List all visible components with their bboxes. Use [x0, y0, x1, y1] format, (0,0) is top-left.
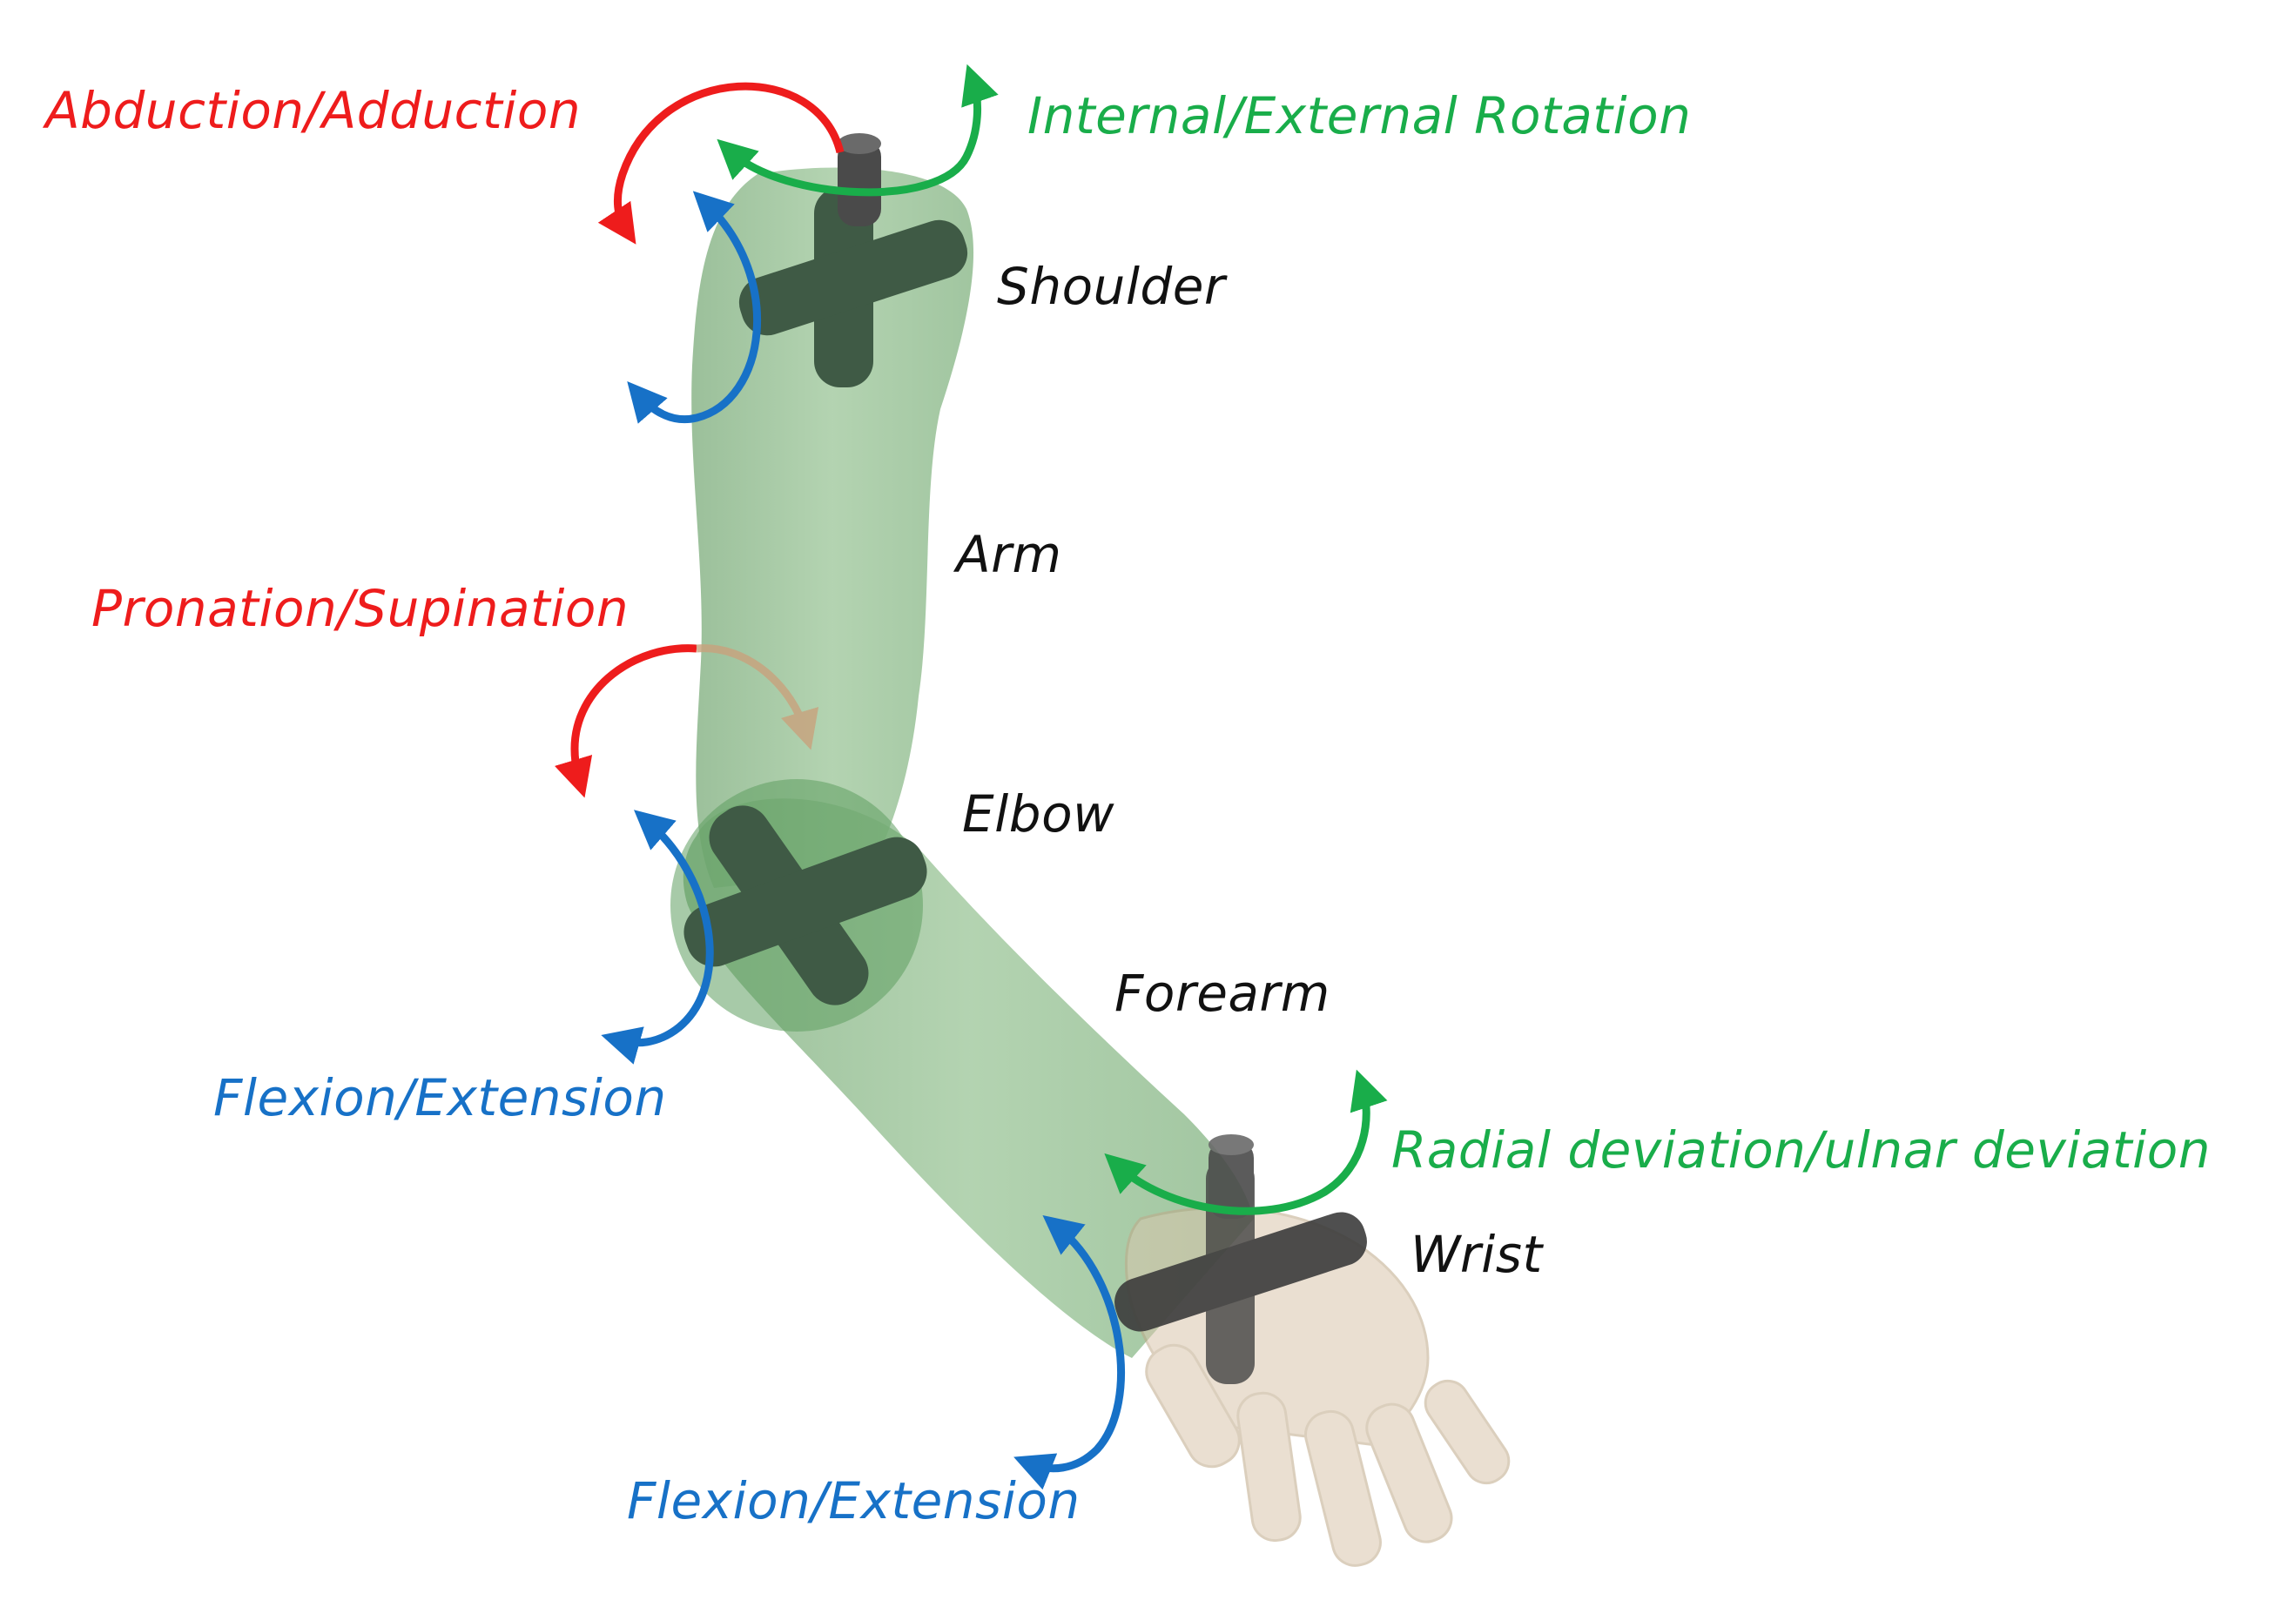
elbow-label: Elbow: [962, 784, 1114, 844]
forearm-label: Forearm: [1114, 964, 1330, 1023]
wrist-flexion-label: Flexion/Extension: [627, 1471, 1081, 1530]
wrist-label: Wrist: [1411, 1225, 1543, 1284]
pronation-arrow-icon: [554, 644, 697, 798]
arm-label: Arm: [956, 525, 1062, 584]
elbow-flexion-arrow-icon: [601, 810, 714, 1065]
supination-arrow-icon: [696, 644, 819, 750]
elbow-flexion-label: Flexion/Extension: [213, 1068, 667, 1127]
wrist-flexion-arrow-icon: [1013, 1214, 1125, 1490]
shoulder-abduction-label: Abduction/Adduction: [45, 81, 582, 140]
elbow-joint: [683, 805, 927, 1005]
wrist-deviation-label: Radial deviation/ulnar deviation: [1391, 1120, 2212, 1180]
elbow-pronation-label: Pronation/Supination: [91, 579, 630, 638]
shoulder-label: Shoulder: [997, 257, 1226, 316]
deviation-arrow-icon: [1104, 1069, 1388, 1215]
shoulder-rotation-label: Internal/External Rotation: [1027, 86, 1692, 145]
shoulder-flexion-arrow-icon: [627, 191, 761, 424]
arm-segment: [691, 167, 974, 889]
rotation-arrow-icon: [717, 64, 999, 197]
